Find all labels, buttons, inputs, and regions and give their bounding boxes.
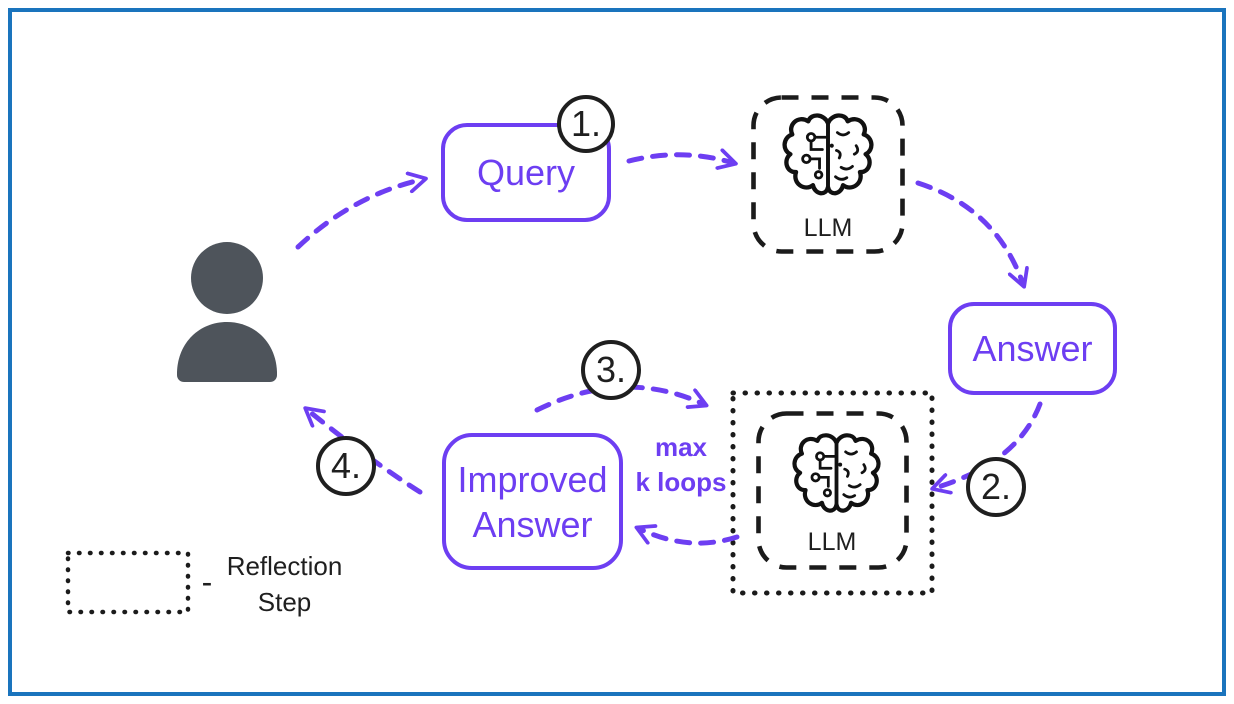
user-icon xyxy=(177,242,277,382)
llm-reflection-label: LLM xyxy=(807,528,857,556)
arrow-user-to-query xyxy=(295,180,420,250)
reflection-step-outline xyxy=(730,390,935,596)
llm-box-outline xyxy=(751,95,905,254)
improved-answer-node: Improved Answer xyxy=(442,433,623,570)
arrow-llm-to-answer xyxy=(915,180,1022,281)
step-badge-1: 1. xyxy=(557,95,615,153)
step-3-label: 3. xyxy=(595,349,627,390)
answer-node: Answer xyxy=(948,302,1117,395)
arrow-answer-to-reflection xyxy=(938,401,1043,487)
reflection-llm-box-outline xyxy=(756,411,909,570)
answer-label: Answer xyxy=(972,328,1093,369)
step-badge-3: 3. xyxy=(581,340,641,400)
improved-answer-label: Improved Answer xyxy=(457,458,608,545)
step-badge-4: 4. xyxy=(316,436,376,496)
step-1-label: 1. xyxy=(570,103,602,144)
arrow-reflection-to-improved xyxy=(642,530,740,546)
query-node: Query xyxy=(441,123,611,222)
query-label: Query xyxy=(476,152,576,193)
max-loops-annotation: max k loops xyxy=(635,432,727,498)
step-badge-2: 2. xyxy=(966,457,1026,517)
legend-swatch xyxy=(65,550,191,615)
step-4-label: 4. xyxy=(330,445,362,486)
arrow-query-to-llm xyxy=(626,155,730,162)
legend-label: Reflection Step xyxy=(226,551,343,618)
legend-separator: - xyxy=(201,564,213,600)
step-2-label: 2. xyxy=(980,466,1012,507)
brain-icon-top xyxy=(785,115,872,193)
llm-top-label: LLM xyxy=(803,214,853,242)
brain-icon-reflection xyxy=(794,435,878,510)
